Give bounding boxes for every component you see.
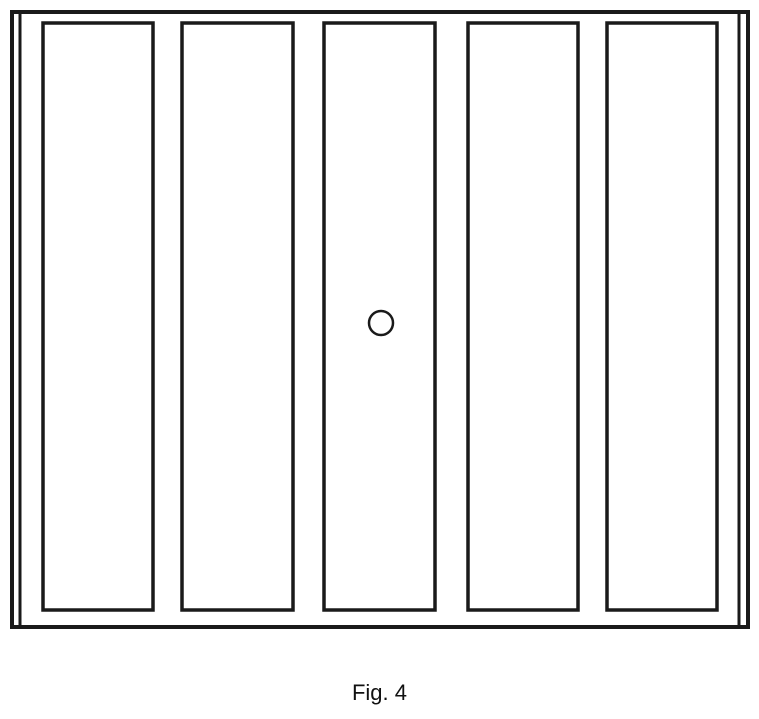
- door-handle: [369, 311, 393, 335]
- figure-caption: Fig. 4: [0, 680, 759, 706]
- door-panel-5: [607, 23, 717, 610]
- door-panel-2: [182, 23, 293, 610]
- door-panel-4: [468, 23, 578, 610]
- door-panel-3: [324, 23, 435, 610]
- outer-frame: [12, 12, 748, 627]
- door-panel-1: [43, 23, 153, 610]
